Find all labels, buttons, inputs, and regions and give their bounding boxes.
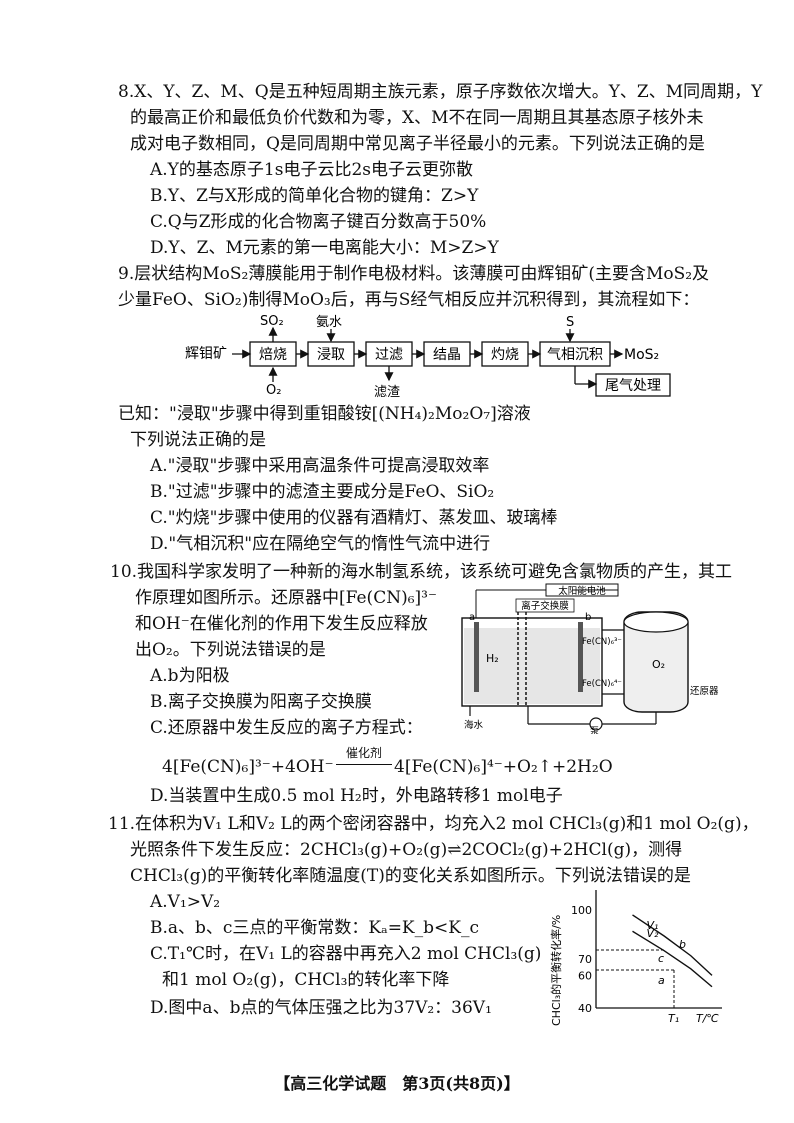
point-label-b: b [679,938,686,951]
q9-option-c: C."灼烧"步骤中使用的仪器有酒精灯、蒸发皿、玻璃棒 [150,508,558,528]
flow-step-roast-label: 焙烧 [259,347,287,363]
q11-option-a: A.V₁>V₂ [150,892,221,912]
q9-known: 已知："浸取"步骤中得到重钼酸铵[(NH₄)₂Mo₂O₇]溶液 [118,404,531,424]
q9-prompt: 下列说法正确的是 [130,430,266,450]
flow-step-filter-label: 过滤 [375,347,403,363]
series-label-2: V₂ [647,927,660,940]
fe3-label: Fe(CN)₆³⁻ [582,637,622,647]
x-tick-t1: T₁ [668,1012,679,1025]
q9-option-a: A."浸取"步骤中采用高温条件可提高浸取效率 [150,456,490,476]
o2-label: O₂ [652,658,665,671]
q11-line-2: 光照条件下发生反应：2CHCl₃(g)+O₂(g)⇌2COCl₂(g)+2HCl… [130,840,683,860]
series-label-1: V₁ [647,919,659,932]
chart-ylabel: CHCl₃的平衡转化率/% [549,915,563,1026]
q10-option-c: C.还原器中发生反应的离子方程式： [150,718,423,738]
y-tick-40: 40 [578,1002,592,1015]
q9-line-2: 少量FeO、SiO₂)制得MoO₃后，再与S经气相反应并沉积得到，其流程如下： [118,290,700,310]
q11-option-c: C.T₁℃时，在V₁ L的容器中再充入2 mol CHCl₃(g) [150,944,542,964]
q11-line-3: CHCl₃(g)的平衡转化率随温度(T)的变化关系如图所示。下列说法错误的是 [130,866,691,886]
flow-step-leach-label: 浸取 [317,347,345,363]
q10-option-a: A.b为阳极 [150,666,230,686]
flow-o2-label: O₂ [266,383,281,398]
electrode-a [474,622,479,692]
q11-line-1: 11.在体积为V₁ L和V₂ L的两个密闭容器中，均充入2 mol CHCl₃(… [108,814,759,834]
flow-so2-label: SO₂ [260,314,284,329]
flow-step-crystallize-label: 结晶 [433,347,461,363]
q11-option-d: D.图中a、b点的气体压强之比为37V₂：36V₁ [150,998,492,1018]
q10-equation-right: 4[Fe(CN)₆]⁴⁻+O₂↑+2H₂O [394,757,613,777]
point-label-c: c [658,952,664,965]
q8-option-c: C.Q与Z形成的化合物离子键百分数高于50% [150,212,487,232]
q8-line-2: 的最高正价和最低负价代数和为零，X、M不在同一周期且其基态原子核外未 [130,108,704,128]
electrode-b-label: b [585,612,591,623]
q10-equation-left: 4[Fe(CN)₆]³⁻+4OH⁻ [162,757,334,777]
q9-option-d: D."气相沉积"应在隔绝空气的惰性气流中进行 [150,534,491,554]
q10-option-d: D.当装置中生成0.5 mol H₂时，外电路转移1 mol电子 [150,786,563,806]
q10-equation-catalyst: 催化剂 [345,746,382,760]
reducer-label: 还原器 [690,685,719,697]
y-tick-100: 100 [571,904,592,917]
q8-option-d: D.Y、Z、M元素的第一电离能大小：M>Z>Y [150,238,499,258]
flow-step-calcine-label: 灼烧 [491,347,519,363]
flow-step-deposition-label: 气相沉积 [547,347,603,363]
fe4-label: Fe(CN)₆⁴⁻ [582,679,622,689]
flow-ammonia-label: 氨水 [316,315,342,330]
series-line-2 [632,930,713,988]
flow-product-label: MoS₂ [624,347,659,363]
q9-flowchart: 辉钼矿 焙烧 浸取 过滤 结晶 灼烧 气相沉积 MoS₂ SO₂ O₂ 氨水 滤… [185,314,671,398]
page-footer: 【高三化学试题 第3页(共8页)】 [274,1074,520,1093]
flow-start-label: 辉钼矿 [185,346,227,362]
pump-label: 泵 [590,726,599,734]
membrane-label: 离子交换膜 [521,600,569,612]
q8-line-1: 8.X、Y、Z、M、Q是五种短周期主族元素，原子序数依次增大。Y、Z、M同周期，… [118,82,763,102]
seawater-label: 海水 [464,719,484,731]
q10-equation-arrow [336,764,392,765]
pump-icon [589,717,603,731]
q8-option-a: A.Y的基态原子1s电子云比2s电子云更弥散 [150,160,473,180]
q10-line-1: 10.我国科学家发明了一种新的海水制氢系统，该系统可避免含氯物质的产生，其工 [110,562,733,582]
series-line-1 [632,914,713,976]
y-tick-60: 60 [578,969,592,982]
q9-option-b: B."过滤"步骤中的滤渣主要成分是FeO、SiO₂ [150,482,495,502]
flow-s-label: S [566,315,574,330]
solar-cell-label: 太阳能电池 [558,585,606,597]
electrode-a-label: a [469,612,475,623]
flow-tail-gas-label: 尾气处理 [605,378,661,394]
electrode-b [578,622,583,692]
chart-xlabel: T/℃ [696,1012,719,1025]
q10-option-b: B.离子交换膜为阳离子交换膜 [150,692,372,712]
q8-line-3: 成对电子数相同，Q是同周期中常见离子半径最小的元素。下列说法正确的是 [130,134,705,154]
q9-line-1: 9.层状结构MoS₂薄膜能用于制作电极材料。该薄膜可由辉钼矿(主要含MoS₂及 [118,264,710,284]
q11-option-c-cont: 和1 mol O₂(g)，CHCl₃的转化率下降 [162,970,450,990]
q10-line-3: 和OH⁻在催化剂的作用下发生反应释放 [135,614,428,634]
y-tick-70: 70 [578,953,592,966]
flow-residue-label: 滤渣 [374,385,400,398]
q8-option-b: B.Y、Z与X形成的简单化合物的键角：Z>Y [150,186,479,206]
q10-line-4: 出O₂。下列说法错误的是 [135,640,326,660]
flow-tail-gas-box [595,373,671,397]
h2-label: H₂ [486,652,499,665]
point-label-a: a [658,974,665,987]
q10-line-2: 作原理如图所示。还原器中[Fe(CN)₆]³⁻ [135,588,437,608]
q10-electrolysis-diagram: 太阳能电池 离子交换膜 a b H₂ O₂ Fe(CN)₆³⁻ Fe(CN)₆⁴… [461,583,719,734]
q11-option-b: B.a、b、c三点的平衡常数：Kₐ=K_b<K_c [150,918,479,938]
